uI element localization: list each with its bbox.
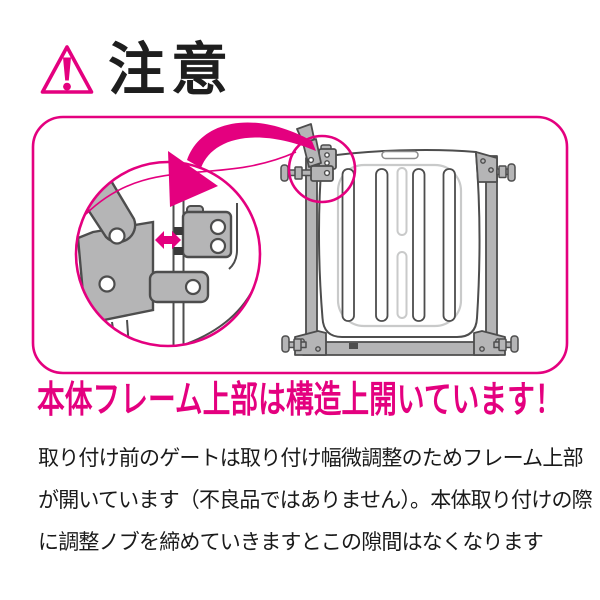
- baby-gate: [280, 123, 519, 356]
- body-text: 取り付け前のゲートは取り付け幅微調整のためフレーム上部 が開いています（不良品で…: [38, 438, 593, 564]
- rounded-callout-frame: [31, 115, 569, 375]
- body-line: が開いています（不良品ではありません）。本体取り付けの際: [38, 489, 593, 512]
- double-headed-arrow: [155, 231, 181, 249]
- curved-zoom-arrow: [168, 122, 316, 207]
- caution-title: 注意: [108, 38, 234, 102]
- headline: 本体フレーム上部は構造上開いています！: [37, 379, 563, 420]
- detail-highlight-circle: [287, 134, 357, 204]
- warning-triangle-icon: [40, 44, 94, 94]
- body-line: に調整ノブを締めていきますとこの隙間はなくなります: [38, 531, 544, 554]
- magnifier-circle: [74, 160, 262, 348]
- body-line: 取り付け前のゲートは取り付け幅微調整のためフレーム上部: [38, 447, 584, 470]
- caution-header: 注意: [38, 42, 234, 99]
